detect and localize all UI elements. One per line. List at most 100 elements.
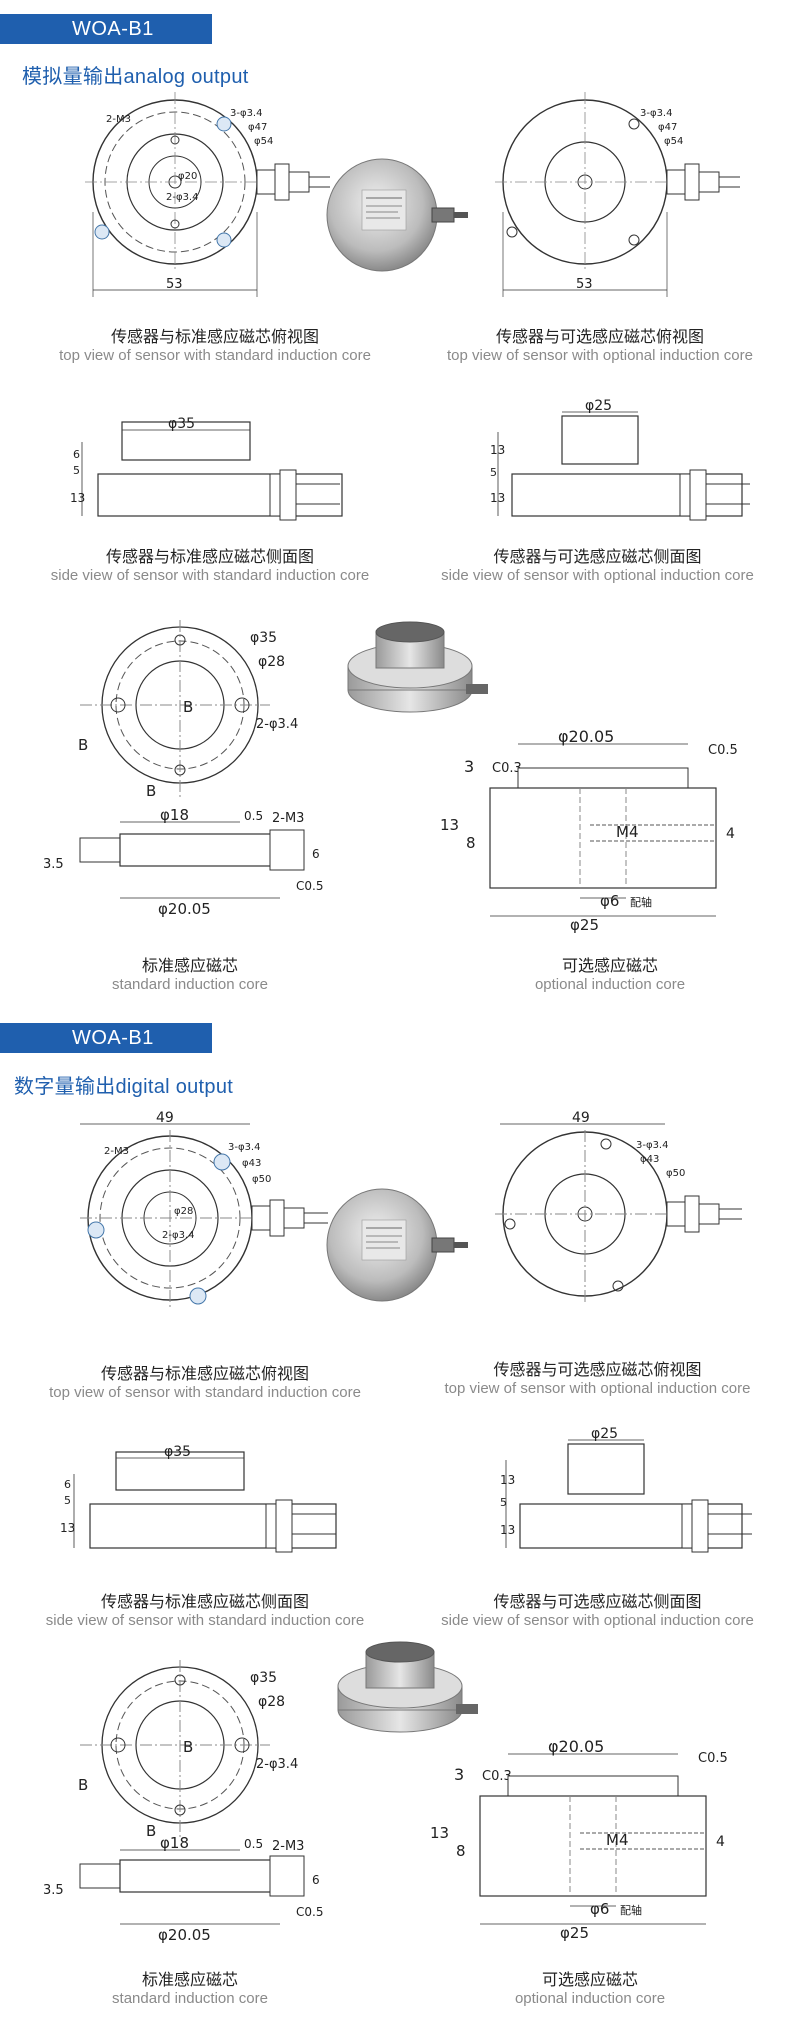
dim-m4: M4	[606, 1831, 629, 1849]
dim-d18: φ18	[160, 1834, 189, 1852]
dim-h35: 3.5	[43, 857, 64, 872]
core-top-view-drawing: B B B φ35 φ28 2-φ3.4	[70, 1660, 330, 1840]
dim-d2: φ50	[666, 1168, 685, 1179]
caption-zh: 传感器与标准感应磁芯侧面图	[105, 547, 314, 566]
dim-c05: C0.5	[698, 1751, 728, 1766]
caption-en: side view of sensor with standard induct…	[45, 1612, 365, 1629]
dim-d2005: φ20.05	[558, 727, 614, 746]
dim-d1: φ47	[658, 122, 677, 133]
dim-m4: M4	[616, 823, 639, 841]
dim-hole: 3-φ3.4	[228, 1142, 260, 1153]
dim-d1: φ43	[242, 1158, 261, 1169]
caption-zh: 传感器与标准感应磁芯侧面图	[100, 1592, 309, 1611]
caption-zh: 可选感应磁芯	[561, 956, 658, 975]
core-side-view-standard-drawing: φ18 0.5 2-M3 3.5 6 φ20.05 C0.5	[40, 1834, 340, 1948]
top-view-optional-drawing: 49 3-φ3.4 φ43 φ50	[480, 1110, 750, 1325]
caption-core-standard: 标准感应磁芯 standard induction core	[70, 956, 310, 995]
dim-h5: 5	[500, 1496, 507, 1509]
dim-d35: φ35	[250, 1670, 277, 1686]
dim-t05: 0.5	[244, 809, 263, 823]
dim-h5: 5	[490, 466, 497, 479]
dim-d2: φ54	[664, 136, 683, 147]
caption-core-optional: 可选感应磁芯 optional induction core	[490, 956, 730, 995]
caption-en: top view of sensor with optional inducti…	[444, 1380, 751, 1397]
sensor-photo	[322, 150, 472, 280]
dim-d34: 2-φ3.4	[166, 192, 198, 203]
dim-d1: φ47	[248, 122, 267, 133]
dim-d28: φ28	[258, 654, 285, 670]
caption-top-view-optional: 传感器与可选感应磁芯俯视图 top view of sensor with op…	[405, 1360, 790, 1399]
dim-width: 53	[576, 277, 593, 292]
core-photo	[340, 620, 500, 730]
caption-zh: 传感器与可选感应磁芯俯视图	[495, 327, 704, 346]
caption-en: optional induction core	[534, 976, 686, 993]
dim-d25: φ25	[560, 1924, 589, 1942]
dim-m3: 2-M3	[272, 1839, 304, 1854]
dim-d2005: φ20.05	[548, 1737, 604, 1756]
dim-hole: 2-φ3.4	[256, 717, 298, 732]
dim-d34: 2-φ3.4	[162, 1230, 194, 1241]
dim-d2: φ54	[254, 136, 273, 147]
dim-h3: 3	[454, 1765, 464, 1784]
label-b: B	[78, 1776, 88, 1794]
dim-h13: 13	[60, 1521, 75, 1535]
label-b: B	[183, 698, 193, 716]
dim-h3: 3	[464, 757, 474, 776]
caption-en: standard induction core	[112, 976, 268, 993]
caption-zh: 传感器与可选感应磁芯侧面图	[493, 1592, 702, 1611]
dim-h35: 3.5	[43, 1883, 64, 1898]
core-photo	[330, 1640, 490, 1750]
dim-m3: 2-M3	[104, 1146, 129, 1157]
dim-width: 49	[156, 1110, 174, 1126]
caption-top-view-optional: 传感器与可选感应磁芯俯视图 top view of sensor with op…	[410, 327, 790, 366]
dim-h13: 13	[500, 1473, 515, 1487]
dim-d2: φ50	[252, 1174, 271, 1185]
dim-hole: 2-φ3.4	[256, 1757, 298, 1772]
dim-h5: 5	[64, 1494, 71, 1507]
top-view-standard-drawing: 53 3-φ3.4 φ47 φ54 2-M3 φ20 2-φ3.4	[70, 92, 340, 307]
section-subtitle: 模拟量输出analog output	[22, 66, 249, 88]
dim-h8: 8	[456, 1842, 466, 1860]
caption-zh: 传感器与可选感应磁芯侧面图	[493, 547, 702, 566]
core-side-view-optional-drawing: φ20.05 C0.5 3 C0.3 M4 4 13 8 φ6 配轴 φ25	[440, 727, 760, 940]
top-view-optional-drawing: 53 3-φ3.4 φ47 φ54	[480, 92, 750, 307]
dim-c05: C0.5	[296, 879, 323, 893]
caption-zh: 可选感应磁芯	[541, 1970, 638, 1989]
caption-side-view-standard: 传感器与标准感应磁芯侧面图 side view of sensor with s…	[10, 1592, 400, 1631]
caption-en: top view of sensor with standard inducti…	[59, 347, 371, 364]
caption-zh: 标准感应磁芯	[141, 1970, 238, 1989]
dim-d6: φ6	[590, 1900, 609, 1918]
dim-t05: 0.5	[244, 1837, 263, 1851]
caption-side-view-optional: 传感器与可选感应磁芯侧面图 side view of sensor with o…	[405, 547, 790, 586]
dim-c05: C0.5	[708, 743, 738, 758]
dim-d25: φ25	[591, 1426, 618, 1442]
dim-d2005: φ20.05	[158, 900, 211, 918]
dim-d28: φ28	[258, 1694, 285, 1710]
dim-c05: C0.5	[296, 1905, 323, 1919]
dim-d6-note: 配轴	[630, 895, 652, 909]
dim-h6: 6	[312, 1873, 320, 1887]
caption-zh: 传感器与可选感应磁芯俯视图	[493, 1360, 702, 1379]
caption-side-view-standard: 传感器与标准感应磁芯侧面图 side view of sensor with s…	[10, 547, 410, 586]
dim-d20: φ20	[178, 171, 197, 182]
dim-h6: 6	[73, 448, 80, 461]
side-view-standard-drawing: φ35 6 5 13	[70, 412, 360, 522]
dim-hole: 3-φ3.4	[640, 108, 672, 119]
sensor-photo	[322, 1180, 472, 1310]
dim-width: 53	[166, 277, 183, 292]
dim-h13: 13	[70, 491, 85, 505]
caption-side-view-optional: 传感器与可选感应磁芯侧面图 side view of sensor with o…	[405, 1592, 790, 1631]
dim-hole: 3-φ3.4	[636, 1140, 668, 1151]
dim-h6: 6	[312, 847, 320, 861]
dim-d6-note: 配轴	[620, 1903, 642, 1917]
core-side-view-standard-drawing: φ18 0.5 2-M3 3.5 6 φ20.05 C0.5	[40, 806, 340, 928]
caption-zh: 传感器与标准感应磁芯俯视图	[100, 1364, 309, 1383]
section-subtitle: 数字量输出digital output	[14, 1076, 234, 1098]
dim-m3: 2-M3	[106, 114, 131, 125]
caption-en: side view of sensor with optional induct…	[441, 567, 754, 584]
label-b: B	[146, 1822, 156, 1840]
dim-d35: φ35	[168, 416, 195, 432]
dim-h13: 13	[430, 1824, 449, 1842]
dim-h6: 6	[64, 1478, 71, 1491]
dim-m3: 2-M3	[272, 811, 304, 826]
